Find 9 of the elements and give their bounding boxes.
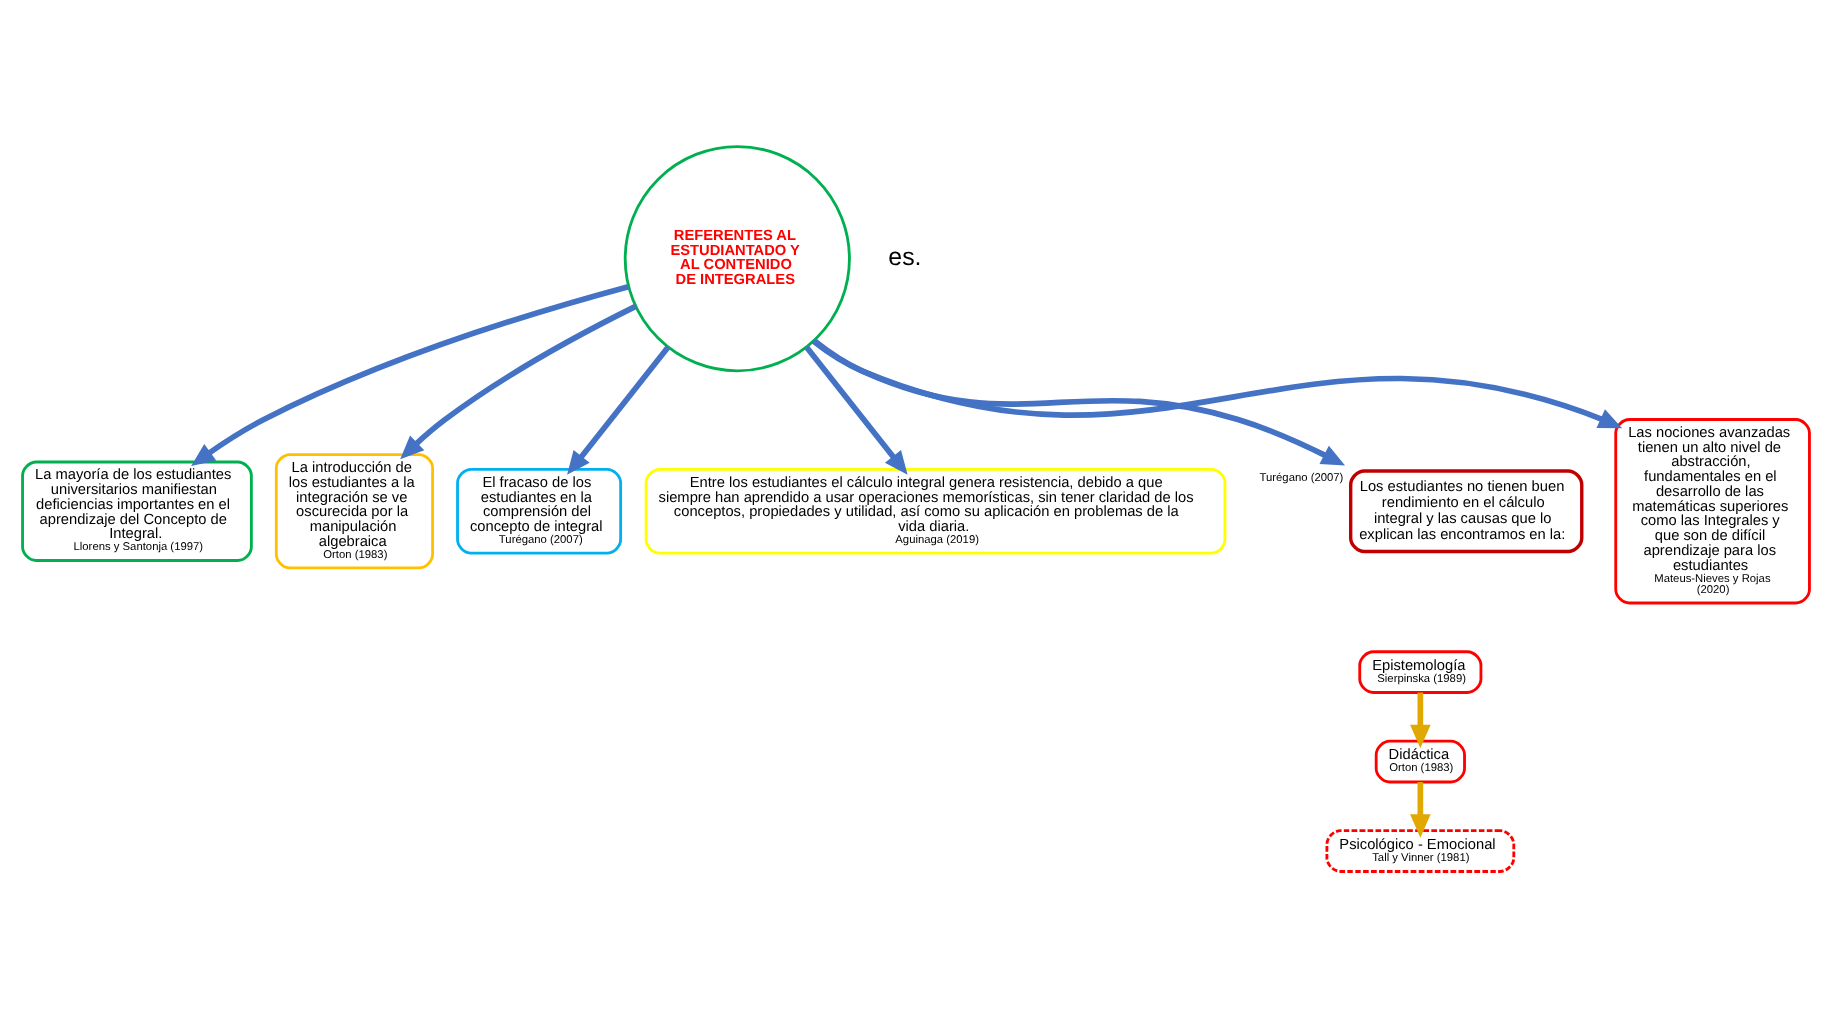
arrow [191,282,630,465]
arrow [1410,691,1431,748]
arrow [811,338,1623,428]
arrow [804,344,908,474]
arrow [400,302,637,459]
label: es. [888,242,922,271]
arrow [812,337,1346,465]
arrow [567,344,671,474]
arrow [1410,781,1431,837]
